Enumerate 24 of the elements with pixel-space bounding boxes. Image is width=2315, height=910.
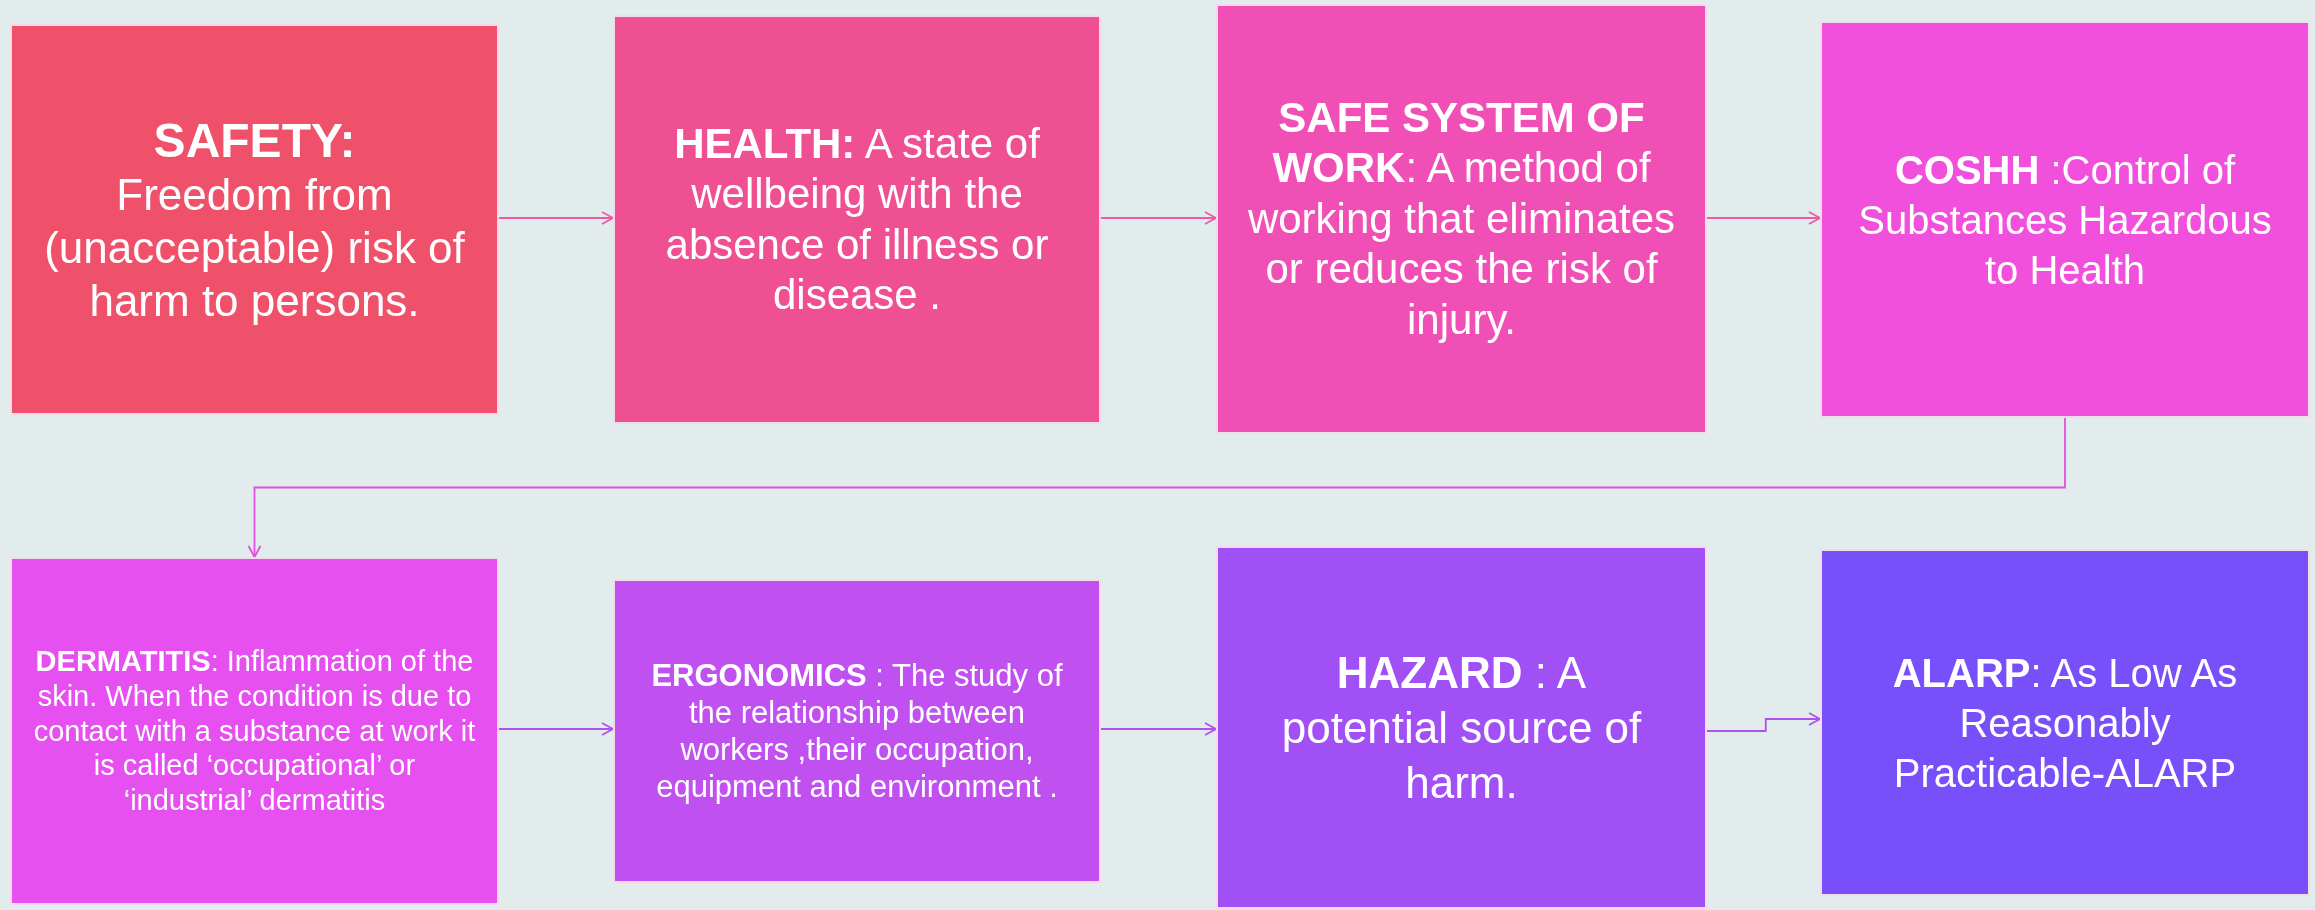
definition-box: [1820, 21, 2310, 418]
definition-box: [10, 24, 499, 415]
definition-box: [1820, 549, 2310, 896]
definition-text: Freedom from (unacceptable) risk of harm to persons.: [43, 169, 466, 327]
definition-text: HEALTH: A state of wellbeing with the absence of illness or disease .: [664, 118, 1050, 320]
definition-text: SAFE SYSTEM OF WORK: A method of working that eliminates or reduces the risk of injury.: [1246, 93, 1677, 345]
arrow: [247, 417, 2066, 558]
definition-box: [613, 15, 1101, 424]
arrow: [498, 211, 614, 225]
arrow: [1100, 211, 1217, 225]
definition-text: HAZARD : A potential source of harm.: [1280, 647, 1643, 809]
arrow: [498, 722, 614, 736]
definition-text: ERGONOMICS : The study of the relationship between workers ,their occupation, equipment and environment .: [650, 656, 1064, 806]
definition-box: [1216, 4, 1707, 434]
definition-text: ALARP: As Low As Reasonably Practicable-ALARP: [1891, 649, 2239, 797]
definition-text: DERMATITIS: Inflammation of the skin. When the condition is due to contact with a substance at work it is called ‘occupational’ or ‘industrial’ dermatitis: [32, 644, 477, 818]
definition-box: [10, 557, 499, 905]
arrow: [1706, 211, 1821, 225]
term-heading: SAFETY:: [153, 112, 356, 169]
definition-text: COSHH :Control of Substances Hazardous to Health: [1857, 146, 2273, 294]
arrow: [1706, 712, 1821, 732]
definition-box: [1216, 546, 1707, 909]
definition-box: [613, 579, 1101, 883]
arrow: [1100, 722, 1217, 736]
